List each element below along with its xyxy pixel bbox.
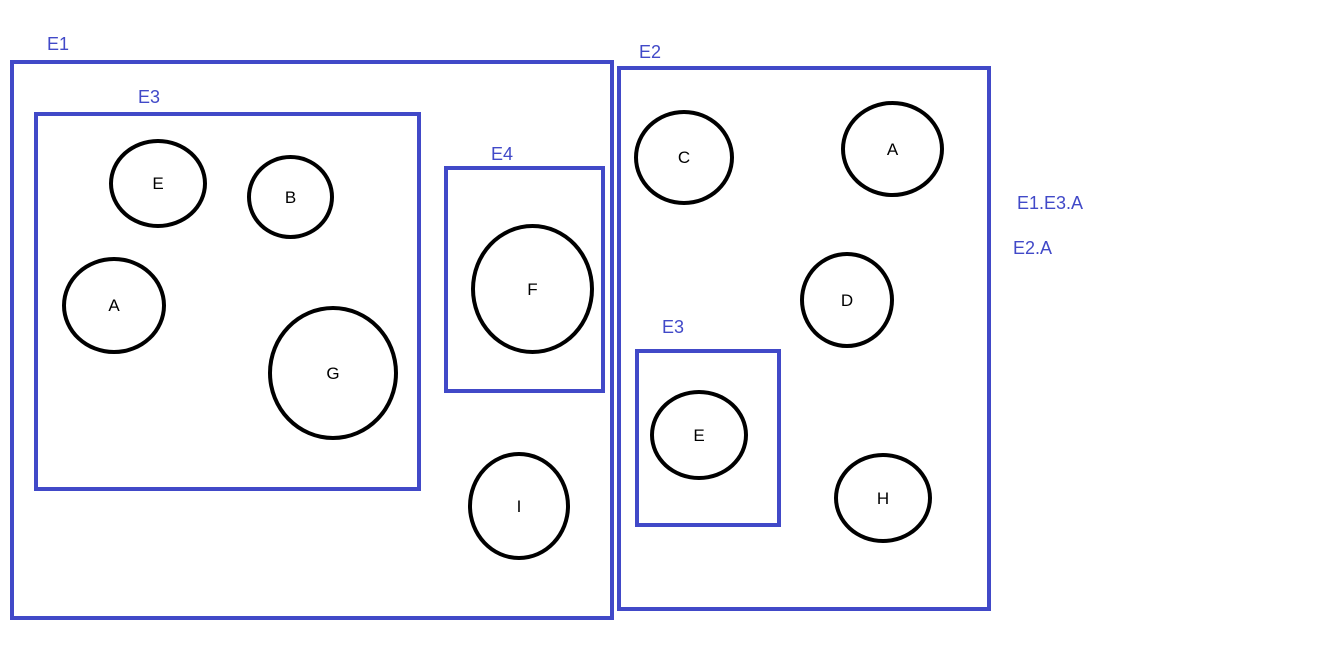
element-label: A bbox=[886, 139, 899, 159]
element-e1-i: I bbox=[468, 452, 570, 560]
element-label: H bbox=[876, 488, 890, 508]
element-e2-a: A bbox=[841, 101, 944, 197]
set-e2 bbox=[617, 66, 991, 611]
element-label: E bbox=[693, 425, 705, 445]
set-label-e2-e3: E3 bbox=[662, 317, 685, 337]
element-label: F bbox=[527, 279, 538, 299]
element-e2-c: C bbox=[634, 110, 734, 205]
set-e2-e3 bbox=[635, 349, 781, 527]
set-e1-e4 bbox=[444, 166, 605, 393]
element-label: D bbox=[840, 290, 854, 310]
element-e1-e3-g: G bbox=[268, 306, 398, 440]
element-e2-d: D bbox=[800, 252, 894, 348]
set-e1-e3 bbox=[34, 112, 421, 491]
annotation-path-1: E1.E3.A bbox=[1017, 193, 1084, 213]
set-label-e1: E1 bbox=[47, 34, 70, 54]
element-e1-e3-a: A bbox=[62, 257, 166, 354]
element-label: I bbox=[516, 496, 522, 516]
element-e1-e3-b: B bbox=[247, 155, 334, 239]
element-e1-e4-f: F bbox=[471, 224, 594, 354]
set-label-e1-e3: E3 bbox=[138, 87, 161, 107]
element-label: C bbox=[677, 148, 691, 167]
set-label-e1-e4: E4 bbox=[491, 144, 514, 164]
element-label: A bbox=[108, 296, 120, 315]
element-e1-e3-e: E bbox=[109, 139, 207, 228]
element-label: E bbox=[152, 174, 164, 193]
element-e2-e3-e: E bbox=[650, 390, 748, 480]
element-e2-h: H bbox=[834, 453, 932, 543]
set-label-e2: E2 bbox=[639, 42, 662, 62]
element-label: B bbox=[284, 187, 297, 207]
annotation-path-2: E2.A bbox=[1013, 238, 1053, 258]
element-label: G bbox=[326, 363, 340, 383]
set-e1 bbox=[10, 60, 614, 620]
